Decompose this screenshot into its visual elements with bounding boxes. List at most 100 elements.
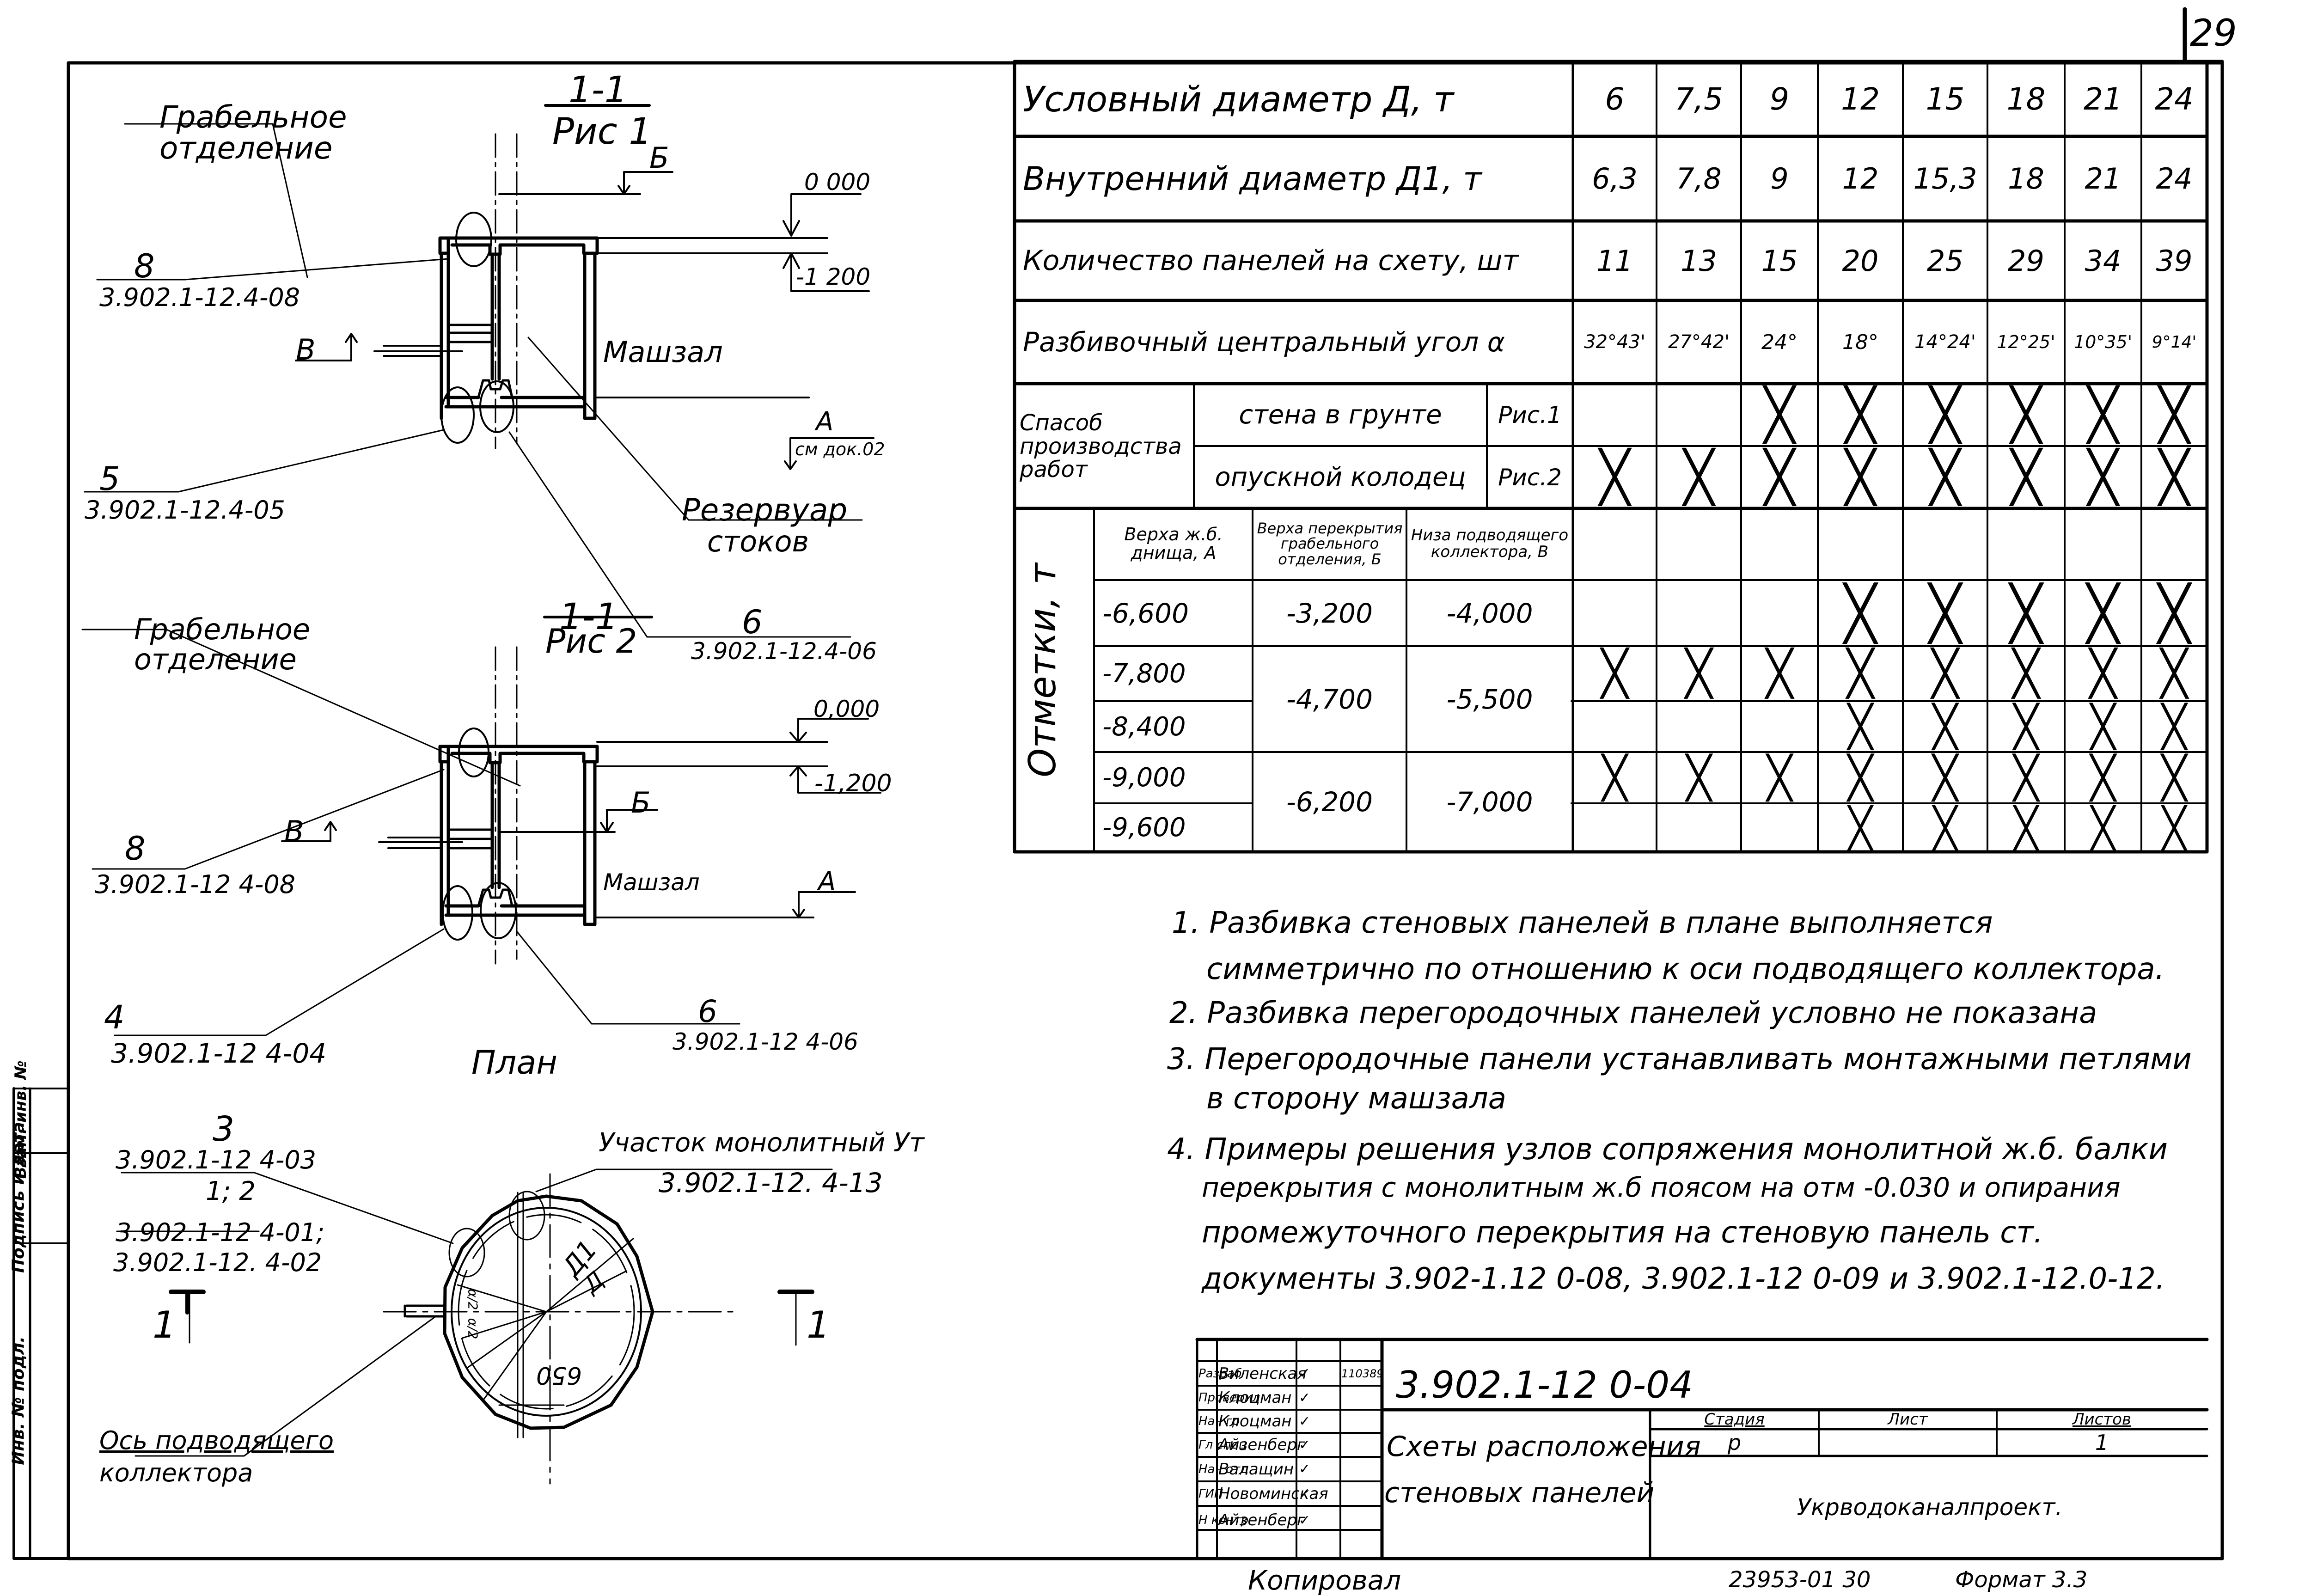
note-4-line-3: промежуточного перекрытия на стеновую па… <box>1202 1216 2043 1250</box>
elev-row-3-mark-5: ╳ <box>2013 753 2039 801</box>
section2-node8-ref: 3.902.1-12 4-08 <box>95 870 296 899</box>
cell-inner-6: 21 <box>2085 162 2121 196</box>
elev-row-4-mark-5: ╳ <box>2014 805 2038 850</box>
elev-row-3-mark-0: ╳ <box>1602 753 1627 801</box>
method-slurry-wall-mark-4: ╳ <box>1930 385 1961 444</box>
method-row-label-caisson: опускной колодец <box>1215 462 1466 492</box>
elev-row-3-mark-3: ╳ <box>1848 753 1873 801</box>
sig-sign-3: ✓ <box>1299 1437 1311 1453</box>
note-4-line-4: документы 3.902-1.12 0-08, 3.902.1-12 0-… <box>1202 1262 2165 1296</box>
cell-nominal-5: 18 <box>2006 81 2046 117</box>
sig-sign-0: ✓ <box>1299 1365 1311 1382</box>
plan-dims <box>116 1168 833 1485</box>
elev-header-b: Верха перекрытия грабельного отделения, … <box>1257 519 1403 568</box>
sig-role-5: ГИП <box>1198 1486 1223 1501</box>
section2-dims <box>81 616 881 1036</box>
method-caisson-mark-6: ╳ <box>2088 448 2118 506</box>
sig-sign-6: ✓ <box>1299 1512 1311 1529</box>
method-slurry-wall-mark-7: ╳ <box>2159 385 2189 444</box>
section1-dims <box>84 104 874 638</box>
doc-title-line-2: стеновых панелей <box>1384 1477 1655 1509</box>
elev-header-a: Верха ж.б. днища, А <box>1124 524 1223 563</box>
note-1-line-1: 1. Разбивка стеновых панелей в плане вып… <box>1172 906 1993 940</box>
method-row-label-slurry-wall: стена в грунте <box>1239 400 1442 430</box>
method-slurry-wall-mark-3: ╳ <box>1845 385 1876 444</box>
section2-mark-v: В <box>284 814 304 848</box>
sig-name-5: Новоминская <box>1218 1484 1328 1503</box>
cell-inner-4: 15,3 <box>1913 162 1977 196</box>
doc-code: 3.902.1-12 0-04 <box>1396 1364 1694 1406</box>
cell-inner-2: 9 <box>1770 162 1789 196</box>
method-caisson-mark-7: ╳ <box>2159 448 2189 506</box>
elev-a-4: -9,600 <box>1102 813 1186 843</box>
section2-title-bottom: Рис 2 <box>545 622 637 660</box>
sig-name-3: Айзенберг <box>1218 1436 1305 1454</box>
elev-b-1: -4,700 <box>1286 683 1373 715</box>
elev-row-2-mark-3: ╳ <box>1848 703 1873 750</box>
section2-node8-num: 8 <box>125 830 146 868</box>
section1-label-grab-2: отделение <box>159 130 333 166</box>
section1-mark-v: В <box>296 333 316 367</box>
sig-date-4 <box>1341 1457 1381 1481</box>
section2-node4-ref: 3.902.1-12 4-04 <box>111 1038 327 1069</box>
elev-row-1-mark-7: ╳ <box>2161 648 2188 699</box>
plan-node12-ref2: 3.902.1-12. 4-02 <box>113 1248 322 1277</box>
elev-row-1-mark-1: ╳ <box>1685 648 1712 699</box>
row-label-panel-count: Количество панелей на схету, шт <box>1023 245 1519 277</box>
elev-b-3: -6,200 <box>1286 786 1373 818</box>
doc-title-line-1: Схеты расположения <box>1387 1431 1701 1463</box>
plan-alpha-top: α/2 <box>465 1289 481 1310</box>
title-block-grid <box>1195 1338 2224 1560</box>
cell-angle-3: 18° <box>1842 330 1878 354</box>
sig-date-1 <box>1341 1386 1381 1410</box>
elev-header-c: Низа подводящего коллектора, В <box>1411 526 1569 561</box>
elev-row-4-mark-3: ╳ <box>1848 805 1872 850</box>
sig-date-0: 110389 <box>1341 1367 1384 1380</box>
method-slurry-wall-mark-6: ╳ <box>2088 385 2118 444</box>
section2-elev-slab: -1,200 <box>814 770 892 797</box>
note-3-line-2: в сторону машзала <box>1206 1082 1506 1116</box>
elev-c-3: -7,000 <box>1446 786 1533 818</box>
cell-nominal-6: 21 <box>2084 81 2122 117</box>
footer-order: 23953-01 30 <box>1729 1567 1871 1593</box>
plan-title: План <box>471 1044 558 1082</box>
section1-label-hall: Машзал <box>603 335 723 369</box>
sig-date-5 <box>1341 1481 1381 1506</box>
cell-count-0: 11 <box>1596 244 1633 278</box>
cell-count-3: 20 <box>1842 244 1879 278</box>
plan-axis-label-2: коллектора <box>99 1458 253 1487</box>
section1-lines <box>373 236 599 420</box>
row-label-central-angle: Разбивочный центральный угол α <box>1023 326 1505 358</box>
stage-header: Стадия <box>1704 1410 1765 1429</box>
section2-label-grab-1: Грабельное <box>134 612 311 646</box>
cell-angle-2: 24° <box>1761 330 1797 354</box>
section2-lines <box>378 745 599 926</box>
sig-role-2: Нач гр <box>1198 1414 1240 1428</box>
cell-nominal-4: 15 <box>1926 81 1965 117</box>
section2-node6-num: 6 <box>698 994 717 1029</box>
sig-name-2: Клоцман <box>1218 1412 1292 1431</box>
section2-label-hall: Машзал <box>603 869 700 896</box>
sig-role-1: Проверил <box>1198 1391 1260 1405</box>
elev-row-1-mark-0: ╳ <box>1601 648 1628 699</box>
cell-inner-3: 12 <box>1842 162 1879 196</box>
row-label-nominal-diameter: Условный диаметр Д, т <box>1023 78 1454 120</box>
section1-label-tank-1: Резервуар <box>682 492 848 528</box>
note-4-line-1: 4. Примеры решения узлов сопряжения моно… <box>1167 1132 2168 1167</box>
section1-title-bottom: Рис 1 <box>552 111 652 153</box>
plan-node3-num: 3 <box>213 1109 235 1149</box>
note-2: 2. Разбивка перегородочных панелей услов… <box>1169 996 2097 1030</box>
cell-angle-4: 14°24' <box>1914 331 1976 353</box>
elev-a-3: -9,000 <box>1102 763 1186 793</box>
elev-row-4-mark-4: ╳ <box>1933 805 1957 850</box>
elev-c-0: -4,000 <box>1446 597 1533 629</box>
sig-role-6: Н контр <box>1198 1513 1249 1527</box>
plan-mono-ref: 3.902.1-12. 4-13 <box>659 1167 883 1199</box>
cell-nominal-0: 6 <box>1605 81 1625 117</box>
sig-date-3 <box>1341 1433 1381 1457</box>
stage-value: р <box>1727 1430 1742 1455</box>
cell-count-4: 25 <box>1927 244 1963 278</box>
plan-outer-polygon <box>443 1194 654 1430</box>
note-4-line-2: перекрытия с монолитным ж.б поясом на от… <box>1202 1172 2121 1203</box>
